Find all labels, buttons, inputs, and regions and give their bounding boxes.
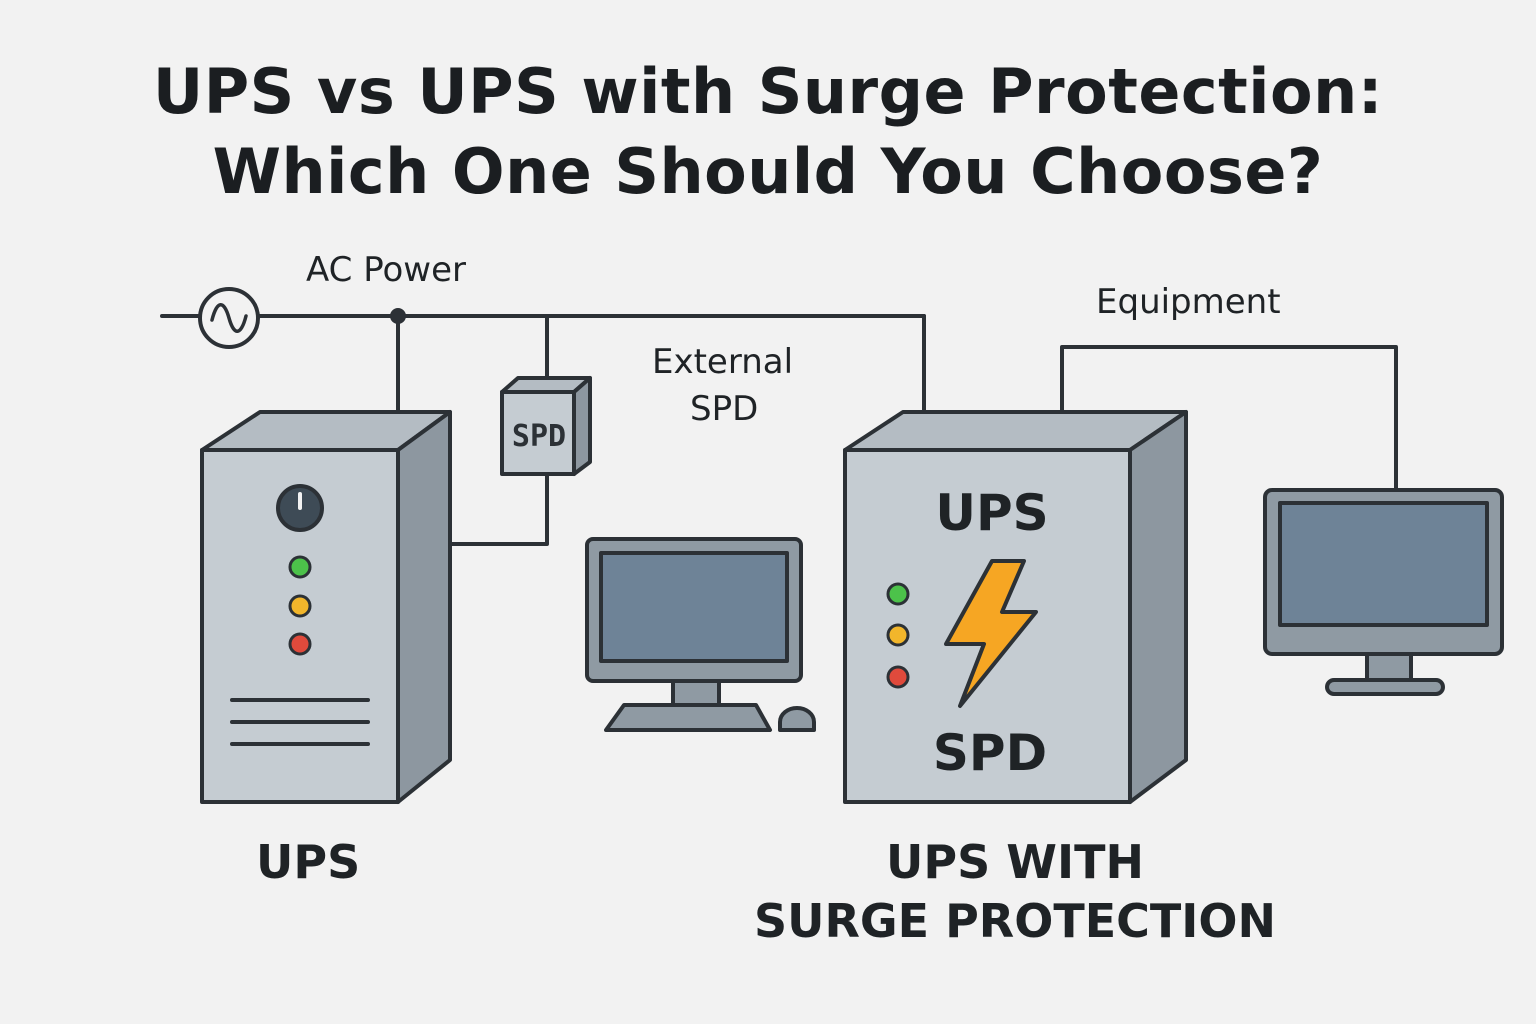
ups-surge-front-bottom-label: SPD	[933, 724, 1047, 782]
led-red	[886, 665, 910, 689]
led-green	[288, 555, 312, 579]
ups-caption: UPS	[256, 835, 361, 889]
junction-dot	[390, 308, 406, 324]
equipment-monitor	[1263, 488, 1504, 696]
spd-to-ups-wire	[450, 472, 549, 546]
led-red	[288, 632, 312, 656]
external-spd-box	[500, 376, 592, 476]
spd-box-label: SPD	[512, 419, 566, 454]
ups-surge-front-top-label: UPS	[935, 484, 1048, 542]
desktop-monitor	[585, 537, 803, 732]
external-spd-label-line-1: External	[652, 342, 794, 382]
title-line-1: UPS vs UPS with Surge Protection:	[152, 55, 1384, 128]
external-spd-label-line-2: SPD	[690, 389, 759, 429]
lightning-bolt-icon	[944, 559, 1038, 708]
led-yellow	[288, 594, 312, 618]
ups-surge-caption-line-2: SURGE PROTECTION	[754, 894, 1276, 948]
dial-gauge-icon	[276, 484, 324, 532]
led-yellow	[886, 623, 910, 647]
vent-lines	[230, 698, 370, 746]
equipment-label: Equipment	[1096, 282, 1281, 322]
ac-sine-icon	[198, 287, 260, 349]
equipment-wire	[1060, 345, 1398, 492]
ups-surge-caption-line-1: UPS WITH	[886, 835, 1144, 889]
mouse-icon	[778, 706, 816, 732]
ac-power-label: AC Power	[306, 250, 467, 290]
title-line-2: Which One Should You Choose?	[212, 135, 1324, 208]
led-green	[886, 582, 910, 606]
